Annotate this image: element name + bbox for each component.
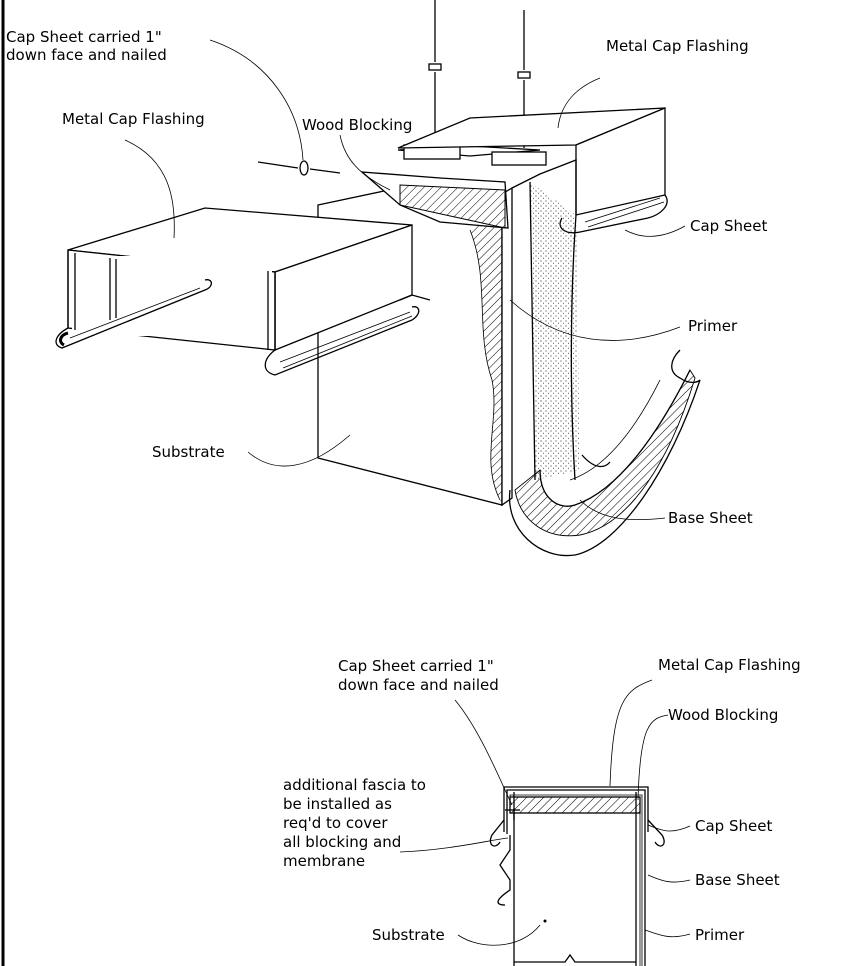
label-metal-cap-flashing-right: Metal Cap Flashing — [606, 37, 749, 55]
label-cap-sheet: Cap Sheet — [690, 217, 767, 235]
label-substrate: Substrate — [152, 443, 225, 461]
section-label-base-sheet: Base Sheet — [695, 871, 780, 889]
section-flashing-layers — [489, 786, 665, 966]
base-sheet-fold — [508, 349, 701, 557]
wood-blocking-exploded — [360, 144, 547, 229]
section-label-cap-sheet-note-2: down face and nailed — [338, 676, 499, 694]
cap-sheet-draped — [511, 159, 580, 481]
section-label-metal-cap-flashing: Metal Cap Flashing — [658, 656, 801, 674]
label-base-sheet: Base Sheet — [668, 509, 753, 527]
section-label-primer: Primer — [695, 926, 745, 944]
exploded-leaders — [124, 39, 686, 521]
nail-vertical-left — [428, 0, 442, 135]
label-wood-blocking: Wood Blocking — [302, 116, 412, 134]
section-label-fascia-note-3: req'd to cover — [283, 814, 388, 832]
section-label-cap-sheet-note-1: Cap Sheet carried 1" — [338, 657, 494, 675]
nail-horizontal — [257, 160, 341, 176]
label-primer: Primer — [688, 317, 738, 335]
section-label-fascia-note-2: be installed as — [283, 795, 392, 813]
section-label-cap-sheet: Cap Sheet — [695, 817, 772, 835]
metal-cap-flashing-right — [397, 107, 668, 234]
label-metal-cap-flashing-left: Metal Cap Flashing — [62, 110, 205, 128]
section-leaders — [399, 679, 691, 946]
section-label-wood-blocking: Wood Blocking — [668, 706, 778, 724]
section-substrate — [513, 790, 646, 966]
metal-cap-flashing-left — [55, 207, 431, 376]
section-wood-blocking — [509, 796, 641, 814]
section-label-fascia-note-1: additional fascia to — [283, 776, 426, 794]
section-label-fascia-note-4: all blocking and — [283, 833, 401, 851]
label-cap-sheet-note-2: down face and nailed — [6, 46, 167, 64]
section-point-marker — [543, 919, 547, 923]
section-label-substrate: Substrate — [372, 926, 445, 944]
section-label-fascia-note-5: membrane — [283, 852, 365, 870]
section-view: Cap Sheet carried 1" down face and naile… — [283, 656, 801, 966]
exploded-view: Cap Sheet carried 1" down face and naile… — [6, 0, 767, 557]
label-cap-sheet-note-1: Cap Sheet carried 1" — [6, 28, 162, 46]
